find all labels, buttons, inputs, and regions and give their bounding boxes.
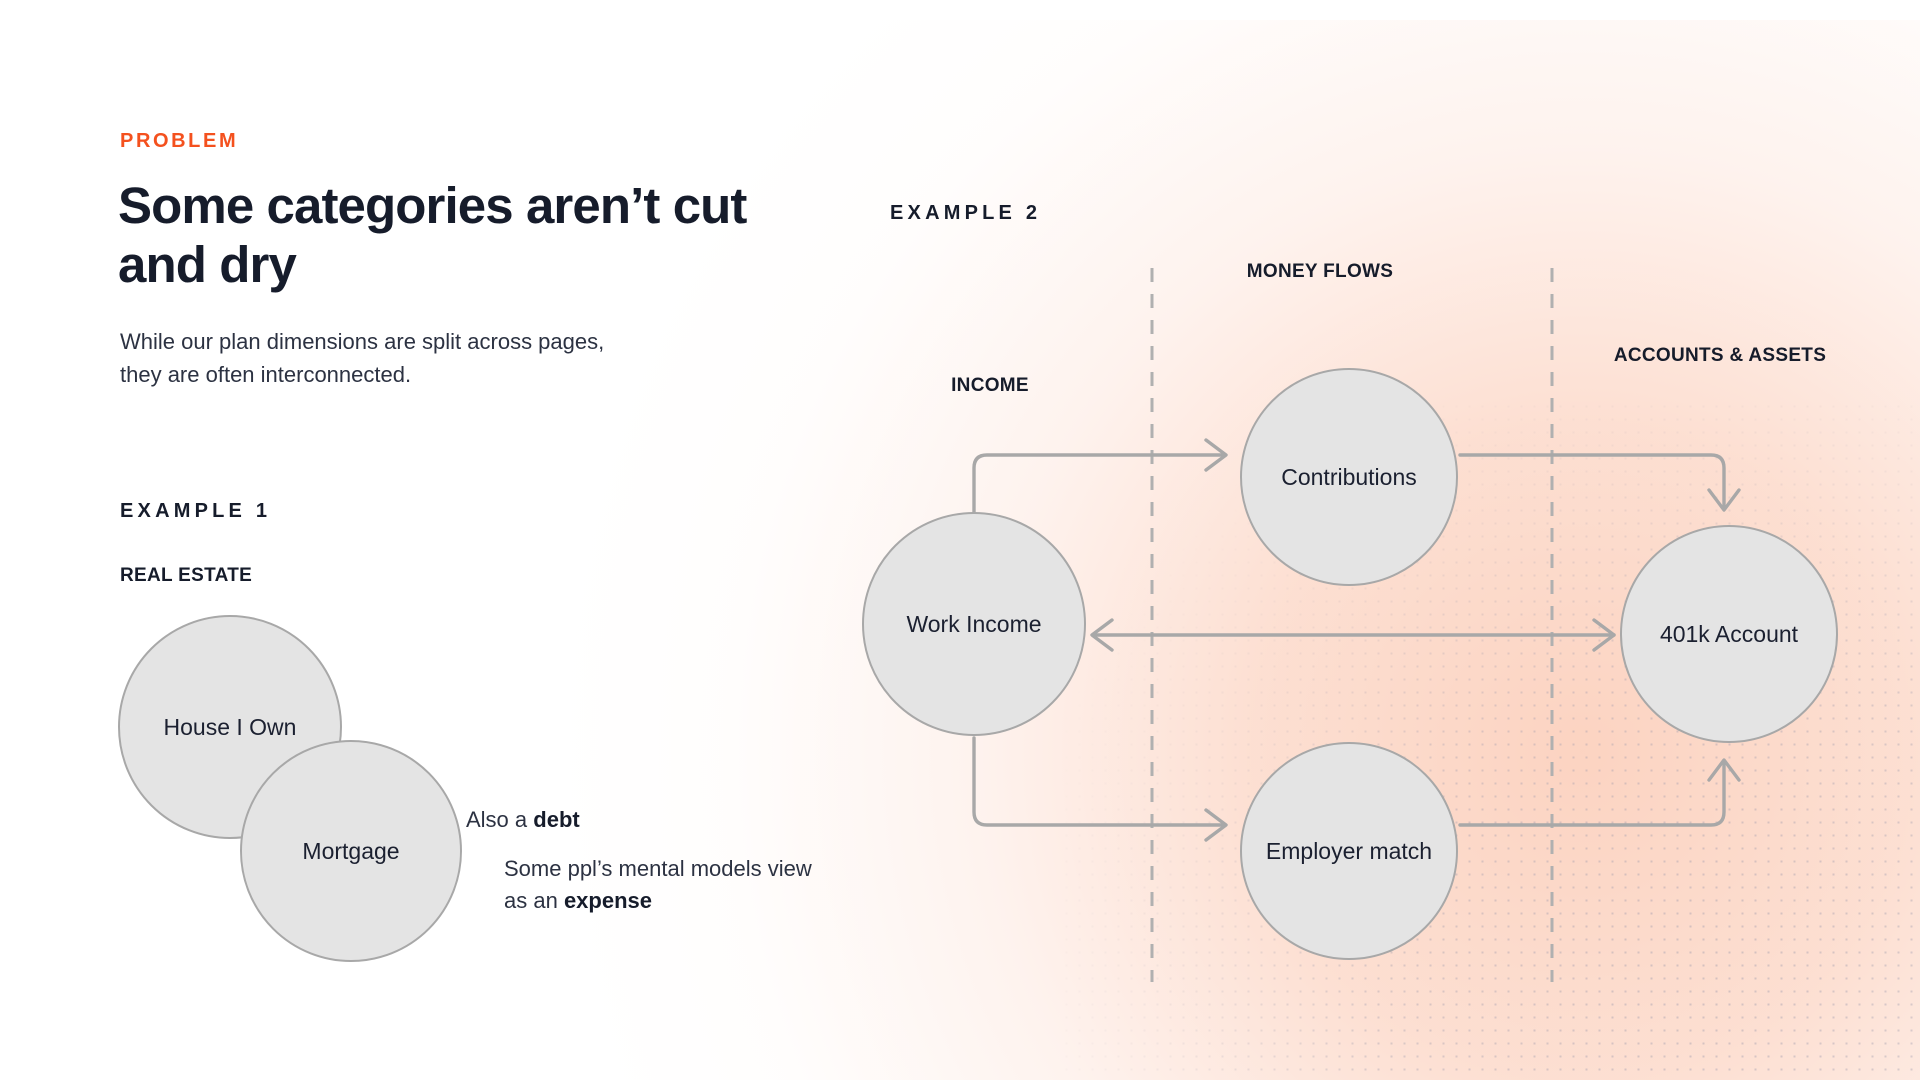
annotation-mental-models: Some ppl’s mental models view as an expe… (504, 853, 834, 917)
node-label: Mortgage (302, 837, 400, 864)
example-2-label: EXAMPLE 2 (890, 202, 1042, 224)
arrowhead-to-401k-top (1707, 488, 1741, 512)
edge-contributions-to-401k (1458, 453, 1726, 510)
section-eyebrow: PROBLEM (120, 130, 239, 152)
arrowhead-to-401k-bottom (1707, 758, 1741, 782)
real-estate-category-label: REAL ESTATE (120, 565, 253, 586)
arrowhead-to-contributions (1204, 438, 1228, 472)
node-label: Employer match (1265, 837, 1433, 864)
column-header-income: INCOME (951, 375, 1029, 396)
annotation-prefix: Also a (466, 807, 534, 832)
annotation-emphasis: expense (563, 888, 652, 913)
arrowhead-to-work-income (1090, 618, 1114, 652)
edge-employer-match-to-401k (1458, 760, 1726, 827)
annotation-prefix: Some ppl’s mental models view as an (504, 856, 812, 913)
background-dot-pattern (1060, 400, 1920, 1080)
node-label: House I Own (163, 713, 297, 740)
annotation-also-a-debt: Also a debt (466, 805, 580, 835)
node-mortgage[interactable]: Mortgage (240, 740, 462, 962)
node-label: 401k Account (1659, 620, 1799, 647)
column-header-money-flows: MONEY FLOWS (1246, 261, 1394, 282)
node-label: Contributions (1281, 463, 1417, 490)
column-header-accounts-assets: ACCOUNTS & ASSETS (1613, 345, 1827, 366)
node-employer-match[interactable]: Employer match (1240, 742, 1458, 960)
node-work-income[interactable]: Work Income (862, 512, 1086, 736)
page-title: Some categories aren’t cut and dry (118, 177, 747, 293)
edge-work-income-to-employer-match (972, 736, 1226, 827)
node-label: Work Income (906, 610, 1042, 637)
node-contributions[interactable]: Contributions (1240, 368, 1458, 586)
arrowhead-midpoint-right (1592, 618, 1616, 652)
annotation-emphasis: debt (533, 807, 580, 832)
edge-work-income-to-contributions (972, 453, 1226, 514)
node-401k-account[interactable]: 401k Account (1620, 525, 1838, 743)
page-subcopy: While our plan dimensions are split acro… (120, 329, 605, 387)
arrowhead-to-employer-match (1204, 808, 1228, 842)
example-1-label: EXAMPLE 1 (120, 500, 272, 522)
